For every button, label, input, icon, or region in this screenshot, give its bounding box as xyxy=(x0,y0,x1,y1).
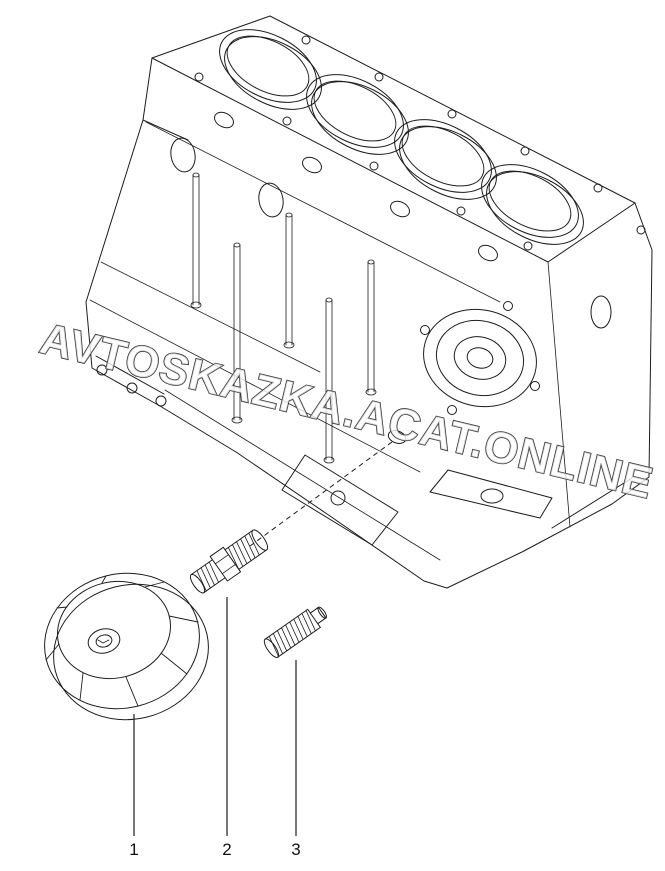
filter-stamp-mark xyxy=(97,639,110,644)
cylinder-bore-4 xyxy=(481,164,584,245)
union-hex-collar xyxy=(209,546,242,582)
engine-block-drawing xyxy=(85,15,653,589)
engine-block-outline xyxy=(85,15,653,589)
watermark-text: AVTOSKAZKA.ACAT.ONLINE xyxy=(36,314,658,508)
cylinder-bore-1 xyxy=(219,29,322,110)
filter-hub-inner xyxy=(95,634,113,648)
deck-end-edge xyxy=(547,202,636,263)
filter-body-depth xyxy=(53,583,209,721)
callout-label-1: 1 xyxy=(129,840,139,859)
plug-drive-tip xyxy=(309,606,327,625)
callout-label-3: 3 xyxy=(291,840,301,859)
oil-filter-drawing xyxy=(44,572,209,721)
side-port-hole xyxy=(590,295,612,329)
internal-rods xyxy=(190,172,377,464)
deck-water-holes xyxy=(214,111,498,262)
crank-seal-boss xyxy=(420,301,540,415)
union-fitting-drawing xyxy=(189,529,269,594)
deck-near-edge xyxy=(151,57,549,263)
bottom-mount-brackets xyxy=(281,454,633,546)
filter-facets xyxy=(45,575,199,707)
cylinder-bore-3 xyxy=(394,119,497,200)
deck-bolt-holes xyxy=(194,35,646,251)
union-thread-lower xyxy=(196,561,219,592)
core-plug-holes xyxy=(170,137,284,218)
cylinder-bore-2 xyxy=(306,74,409,155)
threaded-plug-drawing xyxy=(263,606,327,659)
union-thread-upper xyxy=(227,532,260,570)
filter-hub xyxy=(87,628,121,654)
callout-label-2: 2 xyxy=(222,840,232,859)
plug-threads xyxy=(268,610,316,658)
filter-boss-hole xyxy=(387,430,407,444)
bottom-left-flange xyxy=(95,355,167,407)
casting-parting-lines xyxy=(89,121,571,561)
dashed-leader-line xyxy=(249,441,393,547)
deck-step-line xyxy=(142,119,189,141)
